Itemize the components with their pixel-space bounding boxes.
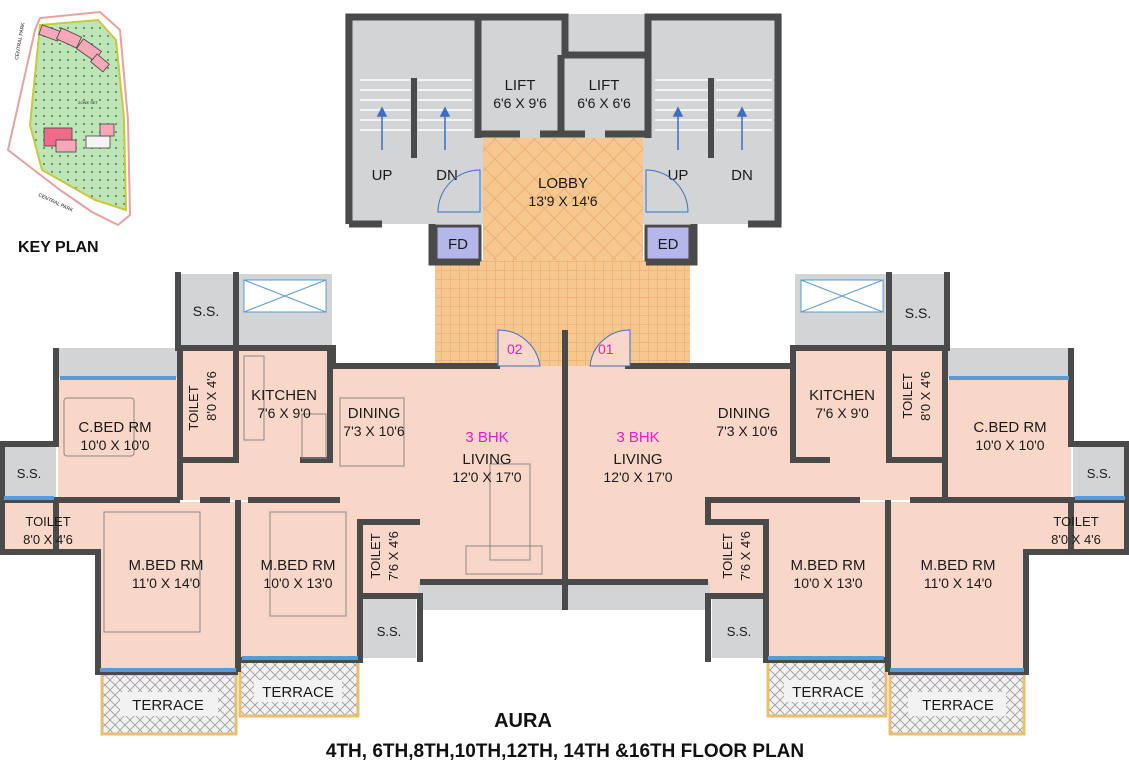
- left-ss-bottom: [362, 598, 416, 658]
- lobby-name: LOBBY: [538, 175, 588, 192]
- keyplan-road-outline: [6, 10, 132, 227]
- lift-right-size: 6'6 X 6'6: [577, 95, 631, 111]
- right-mbed1: [768, 502, 890, 658]
- left-terrace-1-label: TERRACE: [132, 697, 204, 714]
- floor-plan-title: 4TH, 6TH,8TH,10TH,12TH, 14TH &16TH FLOOR…: [326, 741, 804, 762]
- right-toilet-mid: [710, 522, 768, 594]
- fire-duct-box: [434, 224, 482, 262]
- left-toilet-mid-name: TOILET: [368, 533, 383, 578]
- lobby-floor: [483, 138, 643, 260]
- right-mbed1-size: 10'0 X 13'0: [793, 575, 862, 591]
- left-toilet-left-size: 8'0 X 4'6: [23, 532, 73, 547]
- right-mbed1-name: M.BED RM: [791, 557, 866, 574]
- lift-right-name: LIFT: [589, 77, 620, 94]
- electric-duct-box: [644, 224, 692, 262]
- right-toilet-top-size: 8'0 X 4'6: [918, 371, 933, 421]
- left-terrace-2-label: TERRACE: [262, 684, 334, 701]
- stair-left-up-label: UP: [372, 167, 393, 184]
- left-cbed-room: [58, 380, 180, 500]
- left-ss-bottom-label: S.S.: [377, 624, 402, 639]
- stair-right-dn-label: DN: [731, 167, 753, 184]
- project-name: AURA: [494, 710, 552, 732]
- stair-right-up-label: UP: [668, 167, 689, 184]
- left-mbed2: [238, 502, 360, 658]
- left-cbed-size: 10'0 X 10'0: [80, 437, 149, 453]
- left-ss-top-label: S.S.: [193, 303, 219, 319]
- right-toilet-top-name: TOILET: [900, 373, 915, 418]
- left-mbed1: [100, 502, 238, 670]
- lobby-size: 13'9 X 14'6: [528, 193, 597, 209]
- right-living-size: 12'0 X 17'0: [603, 469, 672, 485]
- left-toilet-left-name: TOILET: [25, 514, 70, 529]
- right-ss-top: [891, 274, 945, 348]
- core-block: UP DN UP DN LIFT 6'6 X 9'6 LIFT 6'6 X 6'…: [345, 13, 782, 370]
- right-flat-type: 3 BHK: [616, 429, 659, 446]
- right-dining-size: 7'3 X 10'6: [716, 423, 778, 439]
- left-mbed2-size: 10'0 X 13'0: [263, 575, 332, 591]
- right-mbed2-size: 11'0 X 14'0: [924, 575, 992, 591]
- left-toilet-top-size: 8'0 X 4'6: [204, 371, 219, 421]
- left-mbed2-name: M.BED RM: [261, 557, 336, 574]
- right-toilet-right-name: TOILET: [1053, 514, 1098, 529]
- right-living-name: LIVING: [613, 451, 662, 468]
- right-ss-right: [1073, 446, 1125, 498]
- right-ss-right-label: S.S.: [1087, 466, 1112, 481]
- right-ss-bottom: [712, 598, 766, 658]
- left-ss-left: [4, 446, 56, 498]
- right-dining-name: DINING: [718, 405, 771, 422]
- left-toilet-top-name: TOILET: [186, 385, 201, 430]
- left-flat-type: 3 BHK: [465, 429, 508, 446]
- left-living-name: LIVING: [462, 451, 511, 468]
- left-ss-top: [180, 274, 236, 348]
- left-kitchen: [236, 350, 330, 460]
- right-kitchen-size: 7'6 X 9'0: [815, 405, 869, 421]
- lift-left-size: 6'6 X 9'6: [493, 95, 547, 111]
- left-mbed1-size: 11'0 X 14'0: [132, 575, 200, 591]
- right-flat-number: 01: [598, 341, 614, 357]
- left-dining-name: DINING: [348, 405, 401, 422]
- left-flat-number: 02: [507, 341, 523, 357]
- right-mbed2: [890, 502, 1024, 670]
- flat-left: 02 S.S. S.S. S.S. C.BED RM 10'0 X 10'0 T…: [0, 272, 565, 736]
- right-terrace-2-label: TERRACE: [922, 697, 994, 714]
- left-living-size: 12'0 X 17'0: [452, 469, 521, 485]
- right-toilet-mid-size: 7'6 X 4'6: [738, 531, 753, 581]
- left-kitchen-name: KITCHEN: [251, 387, 317, 404]
- keyplan-zone-label: ZONE SET: [78, 100, 99, 105]
- right-toilet-mid-name: TOILET: [720, 533, 735, 578]
- left-toilet-mid: [360, 522, 418, 594]
- left-toilet-left: [4, 502, 100, 550]
- left-mbed1-name: M.BED RM: [129, 557, 204, 574]
- right-toilet-right-size: 8'0 X 4'6: [1051, 532, 1101, 547]
- keyplan-road-left-label: CENTRAL PARK: [14, 21, 27, 60]
- left-kitchen-size: 7'6 X 9'0: [257, 405, 311, 421]
- right-ss-top-label: S.S.: [905, 305, 931, 321]
- right-kitchen-name: KITCHEN: [809, 387, 875, 404]
- left-toilet-mid-size: 7'6 X 4'6: [386, 531, 401, 581]
- keyplan-title: KEY PLAN: [18, 239, 99, 256]
- left-cbed-name: C.BED RM: [78, 419, 151, 436]
- left-dining-size: 7'3 X 10'6: [343, 423, 405, 439]
- right-cbed-name: C.BED RM: [973, 419, 1046, 436]
- lift-left-name: LIFT: [505, 77, 536, 94]
- right-cbed-size: 10'0 X 10'0: [975, 437, 1044, 453]
- ed-label: ED: [658, 236, 679, 253]
- left-toilet-top: [180, 350, 236, 460]
- right-terrace-1-label: TERRACE: [792, 684, 864, 701]
- key-plan: CENTRAL PARK CENTRAL PARK ZONE SET KEY P…: [6, 10, 132, 256]
- right-mbed2-name: M.BED RM: [921, 557, 996, 574]
- left-ss-left-label: S.S.: [17, 466, 42, 481]
- stair-left-dn-label: DN: [436, 167, 458, 184]
- right-ss-bottom-label: S.S.: [727, 624, 752, 639]
- fd-label: FD: [448, 236, 468, 253]
- right-cbed-room: [945, 380, 1071, 500]
- flat-right: 01 S.S. S.S. S.S. KITCHEN 7'6 X 9'0 TOIL…: [562, 272, 1129, 736]
